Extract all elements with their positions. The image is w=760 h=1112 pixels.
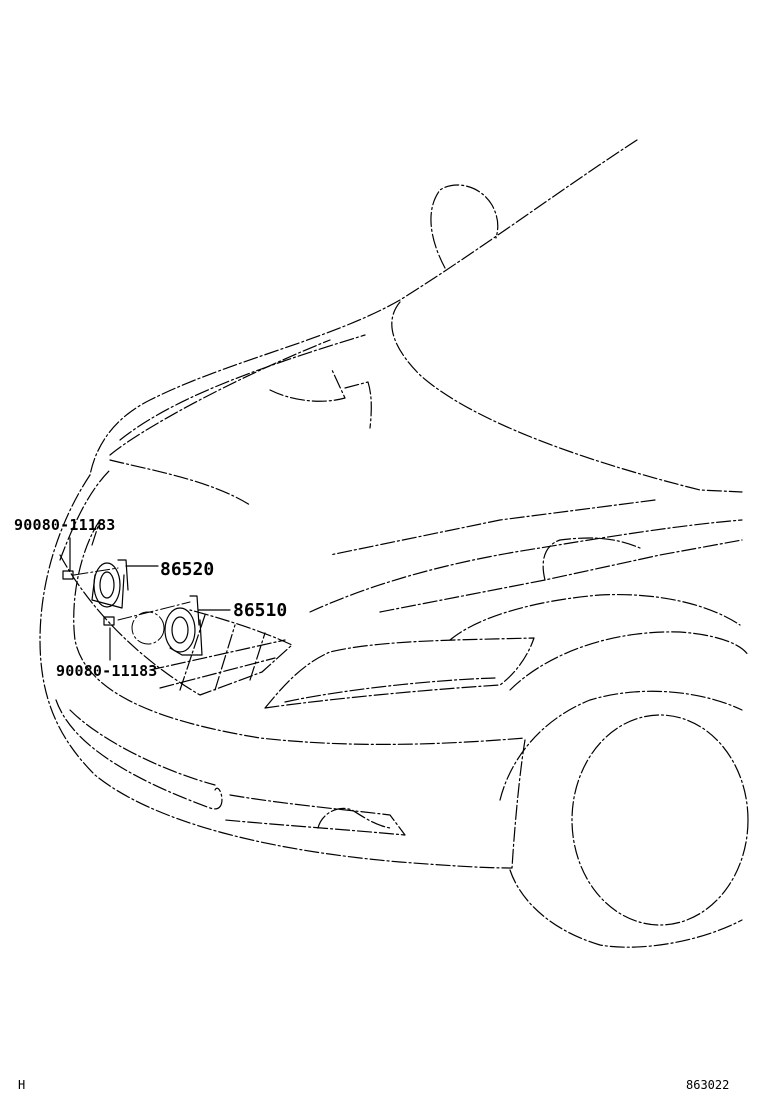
bolt-leaders <box>69 537 111 661</box>
horn-high-assembly <box>62 559 159 609</box>
callout-bolt-upper: 90080-11183 <box>14 516 116 534</box>
vehicle-hood <box>89 139 743 493</box>
callout-horn-high: 86520 <box>160 559 215 580</box>
illustration-number: 863022 <box>686 1078 730 1092</box>
headlight <box>264 499 743 709</box>
front-bumper <box>39 459 526 869</box>
footer-left-code: H <box>18 1078 26 1092</box>
front-grille <box>59 469 293 696</box>
callout-horn-low: 86510 <box>233 600 288 621</box>
callout-bolt-lower: 90080-11183 <box>56 662 158 680</box>
wheel-rim <box>571 714 749 926</box>
horn-low-body <box>164 607 196 653</box>
bolt-lower-icon <box>103 616 115 626</box>
front-wheel <box>449 593 749 948</box>
horn-low-assembly <box>103 595 231 656</box>
bolt-upper-icon <box>62 570 74 580</box>
